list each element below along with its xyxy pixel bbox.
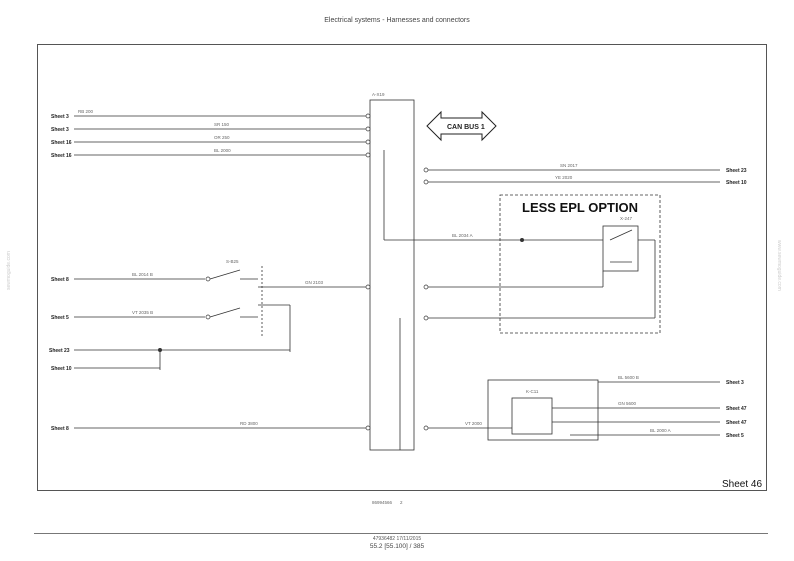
sheet-label-r5: Sheet 47 [726,420,747,426]
footer-divider [34,533,768,534]
right-top-wires: SN 2017 Sheet 23 YE 2020 Sheet 10 [423,163,747,186]
component-kc11-label: K-C11 [526,389,539,394]
sheet-label-r3: Sheet 3 [726,380,744,386]
wire-label-w13: GN 5600 [618,401,637,406]
watermark-left: sewmoguide.com [6,251,12,290]
sheet-label-l7: Sheet 23 [49,348,70,354]
can-bus-arrow: CAN BUS 1 [426,110,497,142]
wire-label-w6: GN 2103 [305,280,324,285]
wire-label-w10: SN 2017 [560,163,578,168]
connector-a-label: A-X19 [372,92,385,97]
wire-label-w9: RD 3800 [240,421,258,426]
relay-kc11-area: K-C11 BL 5600 B Sheet 3 GN 5600 Sheet 47… [423,375,747,441]
sheet-label-l6: Sheet 5 [51,315,69,321]
wire-label-w8: BL 2014 B [132,272,153,277]
wire-label-w11: YE 2020 [555,175,573,180]
diagram-frame [37,44,767,491]
left-wires: Sheet 3 RB 200 Sheet 3 SR 150 Sheet 16 O… [51,109,371,159]
component-sb-label: S-B25 [226,259,239,264]
sheet-label-l9: Sheet 8 [51,426,69,432]
wire-label-w15: BL 2000 A [650,428,671,433]
epl-wires: BL 2034 A [383,150,655,450]
watermark-right: www.sewmoguide.com [776,240,782,291]
footer-doc: 47936482 17/11/2015 [372,536,422,542]
sheet-label-r1: Sheet 23 [726,168,747,174]
sheet-label-l3: Sheet 16 [51,140,72,146]
relay-kc11 [511,397,553,435]
can-bus-label: CAN BUS 1 [447,124,485,131]
wire-label-w14: VT 2000 [465,421,482,426]
sheet-title: Sheet 46 [722,479,762,490]
relay-x247 [602,225,639,272]
footer-page: 55.2 [55.100] / 385 [369,543,425,550]
small-code-num: 2 [400,500,403,505]
less-epl-title: LESS EPL OPTION [522,200,638,215]
wire-label-w5: BL 2034 A [452,233,473,238]
small-code: 86994566 [372,500,393,505]
sheet-label-l1: Sheet 3 [51,114,69,120]
sheet-label-r4: Sheet 47 [726,406,747,412]
sheet-label-l2: Sheet 3 [51,127,69,133]
wire-label-w2: SR 150 [214,122,230,127]
sheet-label-l5: Sheet 8 [51,277,69,283]
sheet-label-l4: Sheet 16 [51,153,72,159]
sheet-label-l8: Sheet 10 [51,366,72,372]
bottom-left-wire: Sheet 8 RD 3800 [51,421,371,432]
wire-label-w4: BL 2000 [214,148,231,153]
sheet-label-r6: Sheet 5 [726,433,744,439]
wire-label-w1: RB 200 [78,109,94,114]
wire-label-w12: BL 5600 B [618,375,639,380]
switch-area: Sheet 8 BL 2014 B S-B25 GN 2103 Sheet 5 … [49,259,371,372]
connector-a [369,99,415,451]
wire-label-w7: VT 2035 B [132,310,153,315]
sheet-label-r2: Sheet 10 [726,180,747,186]
wire-label-w3: OR 250 [214,135,230,140]
component-x247-label: X-247 [620,216,633,221]
less-epl-option: LESS EPL OPTION X-247 [499,194,661,334]
page-header: Electrical systems - Harnesses and conne… [324,17,470,24]
